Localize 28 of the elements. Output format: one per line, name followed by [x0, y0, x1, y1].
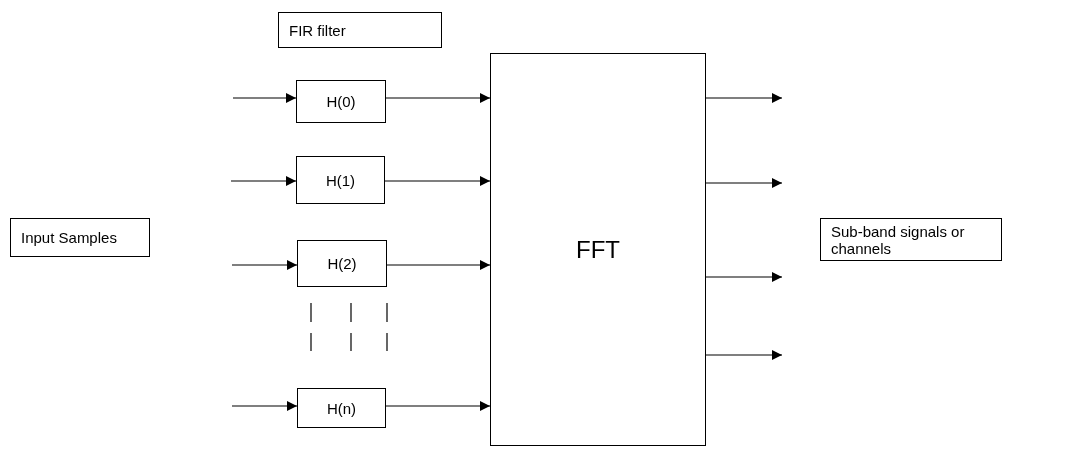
process-box [820, 218, 1002, 261]
box-label: FIR filter [289, 21, 346, 39]
box-label: H(2) [327, 255, 357, 272]
arrow [705, 350, 783, 360]
arrow [386, 260, 491, 270]
process-box [490, 53, 706, 446]
arrow [385, 93, 491, 103]
box-label: FFT [576, 235, 620, 264]
arrow [232, 93, 297, 103]
arrow [231, 401, 298, 411]
box-label: Sub-band signals or channels [831, 222, 966, 257]
process-box [297, 240, 387, 287]
box-label: H(0) [326, 93, 356, 110]
arrow [230, 176, 297, 186]
process-box [296, 80, 386, 123]
process-box [296, 156, 385, 204]
arrow [705, 93, 783, 103]
box-label: H(n) [326, 399, 357, 417]
arrow [384, 176, 491, 186]
process-box [278, 12, 442, 48]
arrow [385, 401, 491, 411]
process-box [297, 388, 386, 428]
box-label: H(1) [325, 171, 356, 189]
arrow [231, 260, 298, 270]
box-label: Input Samples [21, 229, 117, 246]
arrow [705, 272, 783, 282]
arrow [705, 178, 783, 188]
process-box [10, 218, 150, 257]
